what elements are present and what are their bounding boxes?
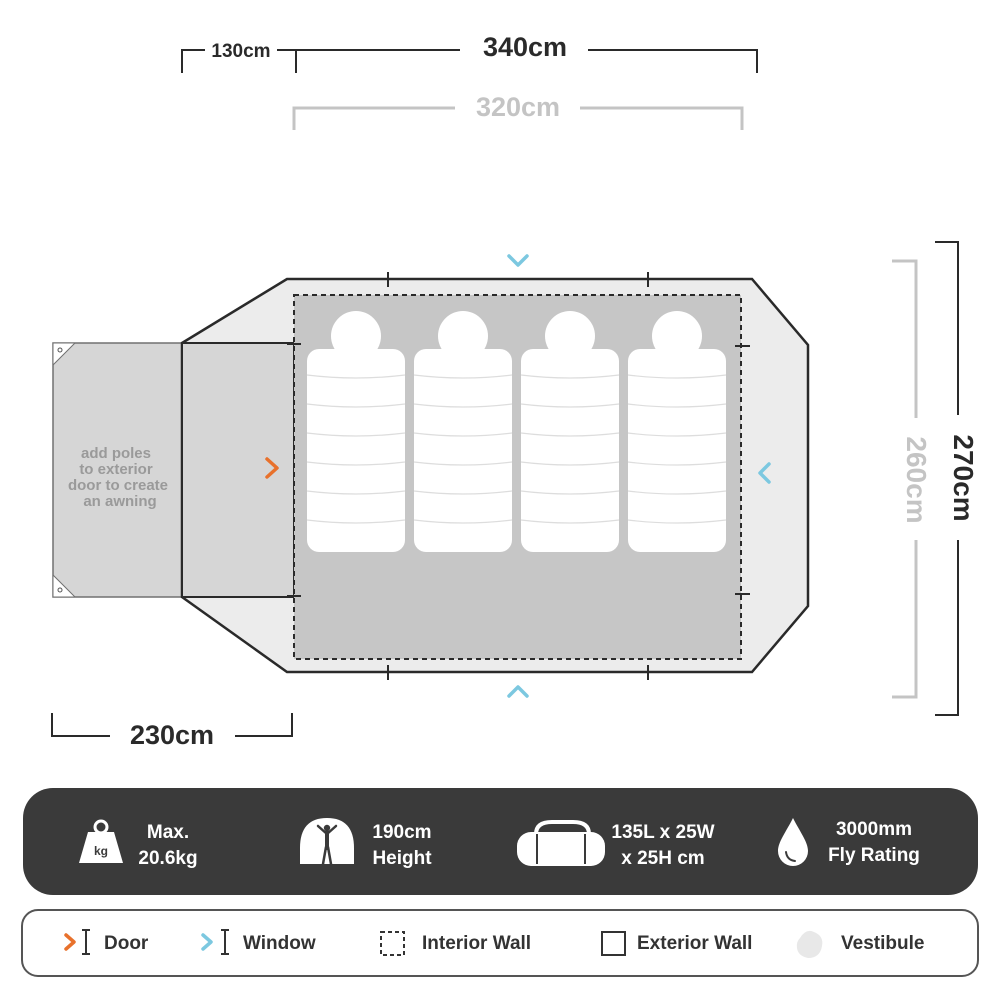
spec-bar: kg Max. 20.6kg 190cm Height [23,788,978,895]
exterior-wall-icon [601,931,626,956]
awning-length-dimension: 230cm [51,713,293,750]
sleeping-bag [520,311,620,552]
legend-door: Door [64,929,149,955]
interior-wall-icon [380,931,405,956]
awning-note-line-2: to exterior [79,461,153,478]
total-length-label: 340cm [483,32,567,62]
spec-height: 190cm Height [300,818,432,869]
spec-bag-line-1: 135L x 25W [611,822,714,843]
weight-icon: kg [79,819,123,863]
total-width-dimension: 270cm [935,241,979,716]
awning-note-line-3: door to create [68,477,168,494]
door-marker-icon [265,457,279,479]
awning-note-line-4: an awning [83,493,156,510]
pole-markers [287,272,750,680]
legend-window: Window [201,929,316,955]
legend-vestibule-label: Vestibule [841,933,924,954]
door-icon [64,929,90,955]
tent-body [180,254,810,698]
spec-bag-line-2: x 25H cm [621,848,704,869]
spec-fly-line-1: 3000mm [836,819,912,840]
vestibule-depth-label: 130cm [211,41,270,62]
legend: Door Window Interior Wall Exterior Wall … [21,909,979,977]
spec-height-line-1: 190cm [372,822,431,843]
total-length-dimension: 340cm [295,32,758,73]
vestibule-icon [796,930,823,958]
sleeping-bag [306,311,406,552]
total-width-label: 270cm [948,434,979,521]
water-drop-icon [778,818,808,866]
inner-length-label: 320cm [476,92,560,122]
legend-interior-wall: Interior Wall [380,931,531,956]
window-marker-bottom-icon [507,685,529,698]
window-marker-right-icon [758,462,771,484]
spec-weight-line-2: 20.6kg [138,848,197,869]
spec-fly-rating: 3000mm Fly Rating [778,818,920,866]
legend-window-label: Window [243,933,316,954]
awning-note-line-1: add poles [81,445,151,462]
sleeping-bag [413,311,513,552]
window-icon [201,929,229,955]
awning-length-label: 230cm [130,720,214,750]
awning-area: add poles to exterior door to create an … [52,342,183,598]
inner-width-dimension: 260cm [892,259,932,699]
spec-weight-line-1: Max. [147,822,189,843]
vestibule-depth-dimension: 130cm [181,41,296,73]
window-marker-top-icon [507,254,529,267]
legend-interior-wall-label: Interior Wall [422,933,531,954]
legend-vestibule: Vestibule [796,930,924,958]
legend-exterior-wall: Exterior Wall [601,931,752,956]
spec-weight: kg Max. 20.6kg [79,819,198,869]
carry-bag-icon [517,820,605,866]
legend-exterior-wall-label: Exterior Wall [637,933,752,954]
legend-door-label: Door [104,933,149,954]
spec-height-line-2: Height [372,848,432,869]
spec-bag: 135L x 25W x 25H cm [517,820,715,869]
inner-width-label: 260cm [901,436,932,523]
inner-length-dimension: 320cm [292,92,744,130]
sleeping-bag [627,311,727,552]
tent-height-icon [300,818,354,866]
spec-fly-line-2: Fly Rating [828,845,920,866]
weight-icon-label: kg [94,844,108,858]
